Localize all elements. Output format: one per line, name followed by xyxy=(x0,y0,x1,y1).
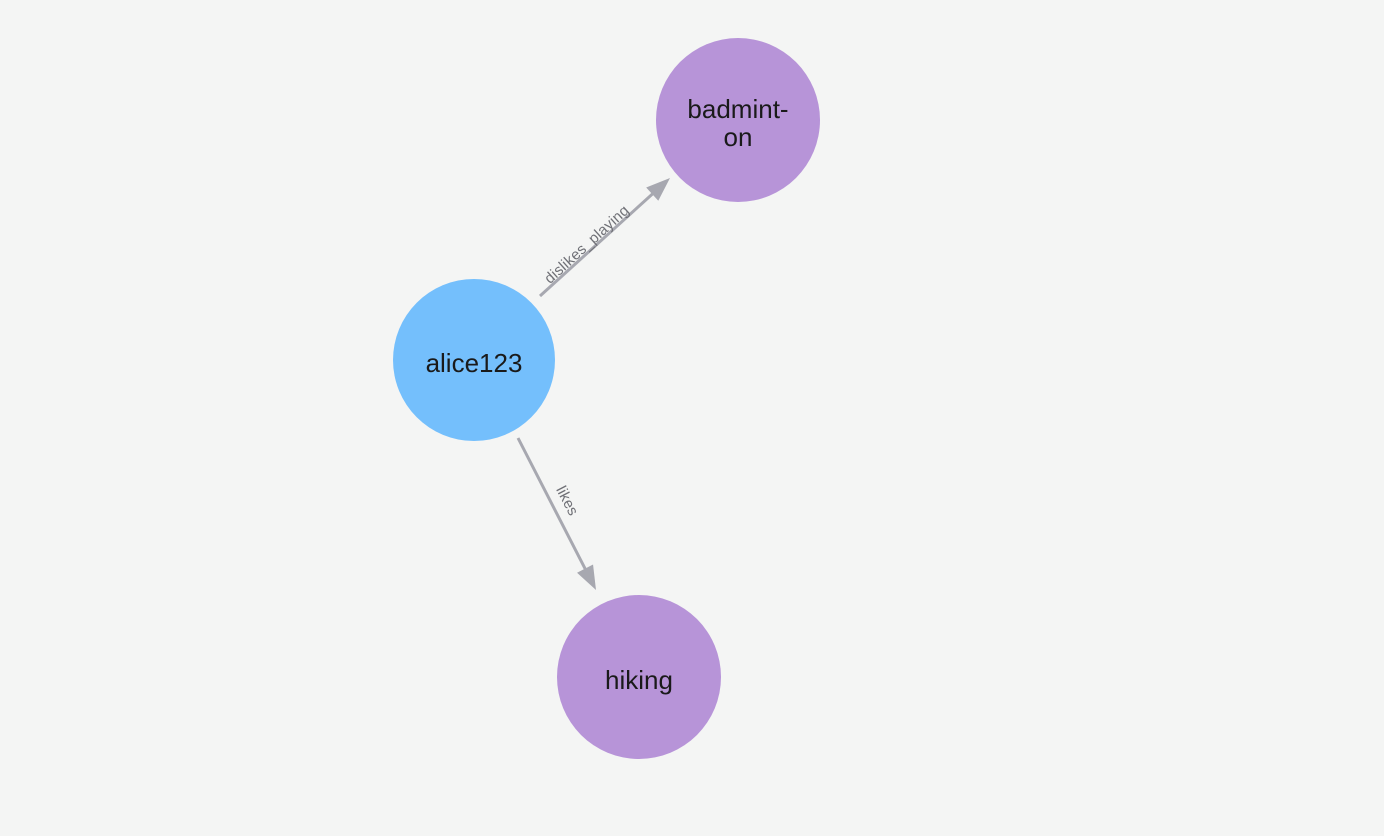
node-label-badminton-line2: on xyxy=(724,122,753,152)
node-label-badminton-line1: badmint- xyxy=(687,94,788,124)
arrowhead-icon-dislikes-playing xyxy=(646,178,670,201)
node-circle-hiking[interactable] xyxy=(557,595,721,759)
node-circle-alice123[interactable] xyxy=(393,279,555,441)
edge-likes[interactable]: likes xyxy=(516,437,596,590)
node-badminton[interactable]: badmint- on xyxy=(656,38,820,202)
node-label-hiking: hiking xyxy=(605,665,673,695)
edge-label-dislikes-playing: dislikes_playing xyxy=(541,202,633,287)
edge-line-dislikes-playing xyxy=(538,188,658,298)
node-circle-badminton[interactable] xyxy=(656,38,820,202)
node-alice123[interactable]: alice123 xyxy=(393,279,555,441)
edge-line-likes xyxy=(516,437,590,575)
node-hiking[interactable]: hiking xyxy=(557,595,721,759)
edge-dislikes-playing[interactable]: dislikes_playing xyxy=(538,178,670,298)
node-layer: badmint- on alice123 hiking xyxy=(393,38,820,759)
node-label-alice123: alice123 xyxy=(426,348,523,378)
arrowhead-icon-likes xyxy=(577,564,596,590)
